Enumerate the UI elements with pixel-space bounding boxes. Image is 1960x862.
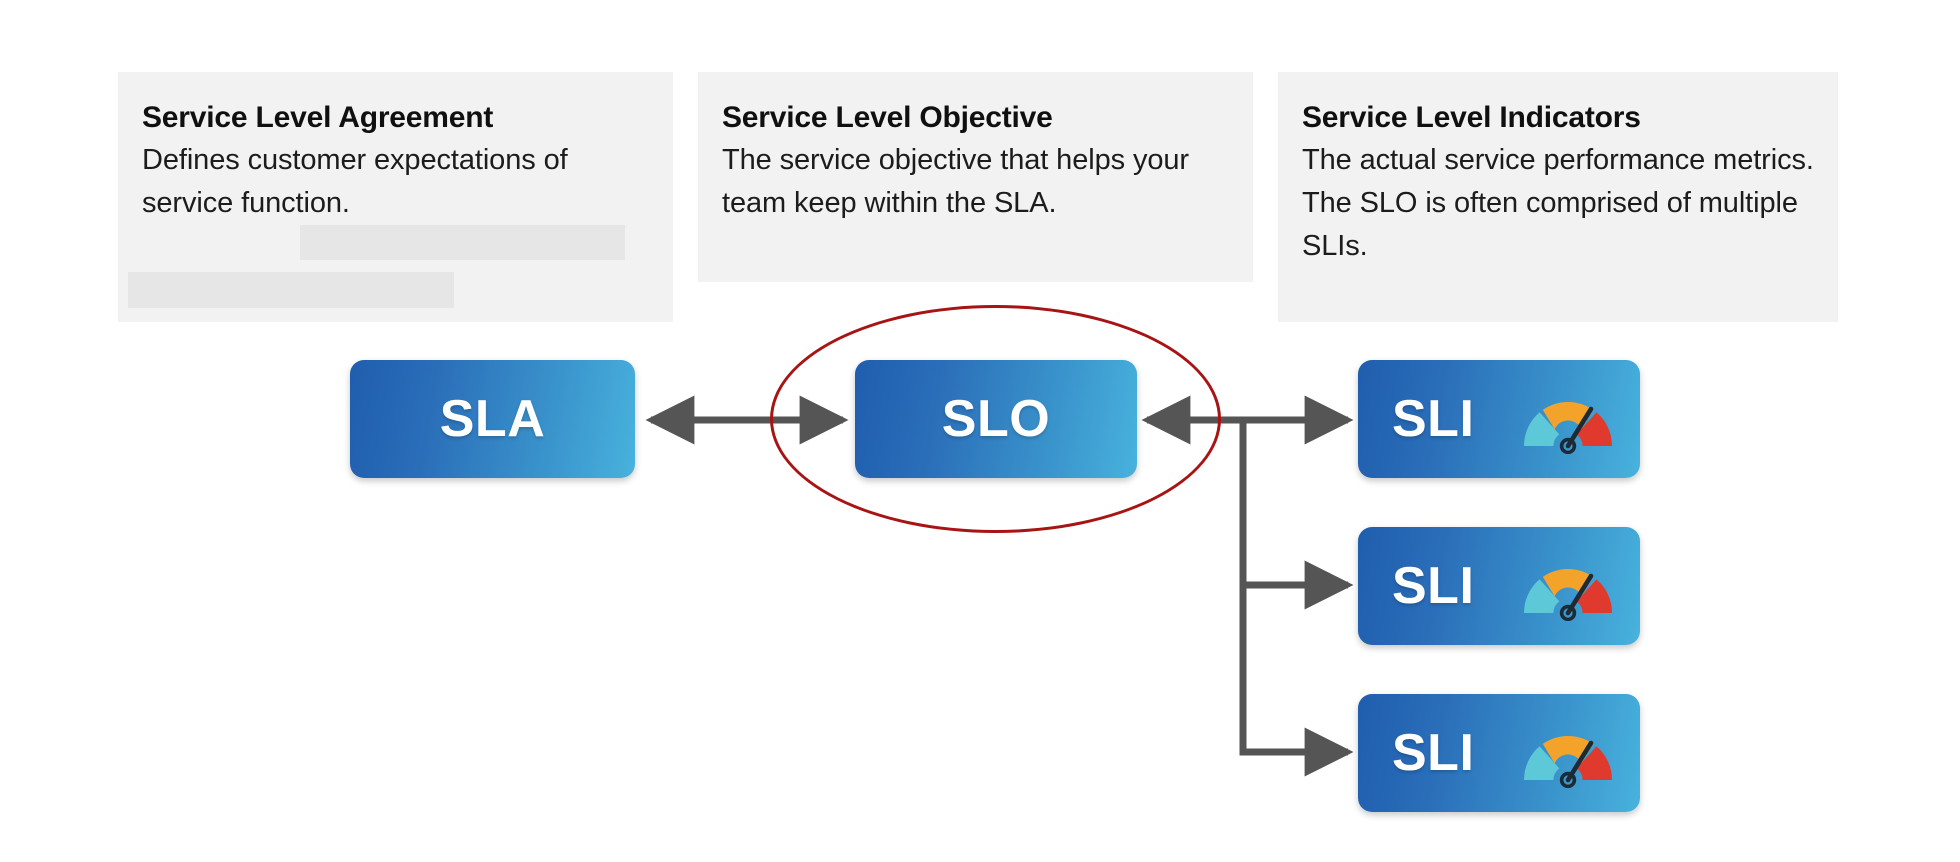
redaction-block-1 xyxy=(300,225,625,260)
node-sla[interactable]: SLA xyxy=(350,360,635,478)
gauge-icon xyxy=(1514,718,1622,789)
node-slo-label: SLO xyxy=(941,390,1051,448)
node-sli-1[interactable]: SLI xyxy=(1358,360,1640,478)
card-sli-title: Service Level Indicators xyxy=(1302,101,1641,134)
node-sli-3[interactable]: SLI xyxy=(1358,694,1640,812)
card-sla: Service Level Agreement Defines customer… xyxy=(118,72,673,322)
gauge-icon xyxy=(1514,384,1622,455)
card-sla-body: Defines customer expectations of service… xyxy=(142,144,568,219)
highlight-ellipse-slo xyxy=(770,305,1221,533)
node-sli-3-label: SLI xyxy=(1392,724,1475,782)
gauge-icon xyxy=(1514,551,1622,622)
node-sli-1-label: SLI xyxy=(1392,390,1475,448)
node-sli-2[interactable]: SLI xyxy=(1358,527,1640,645)
redaction-block-2 xyxy=(128,272,454,308)
card-slo-body: The service objective that helps your te… xyxy=(722,144,1189,219)
node-slo[interactable]: SLO xyxy=(855,360,1137,478)
card-sli-body: The actual service performance metrics. … xyxy=(1302,144,1814,262)
card-sla-title: Service Level Agreement xyxy=(142,101,494,134)
card-slo-title: Service Level Objective xyxy=(722,101,1053,134)
node-sli-2-label: SLI xyxy=(1392,557,1475,615)
node-sla-label: SLA xyxy=(439,390,546,448)
card-slo: Service Level Objective The service obje… xyxy=(698,72,1253,282)
card-sli: Service Level Indicators The actual serv… xyxy=(1278,72,1838,322)
